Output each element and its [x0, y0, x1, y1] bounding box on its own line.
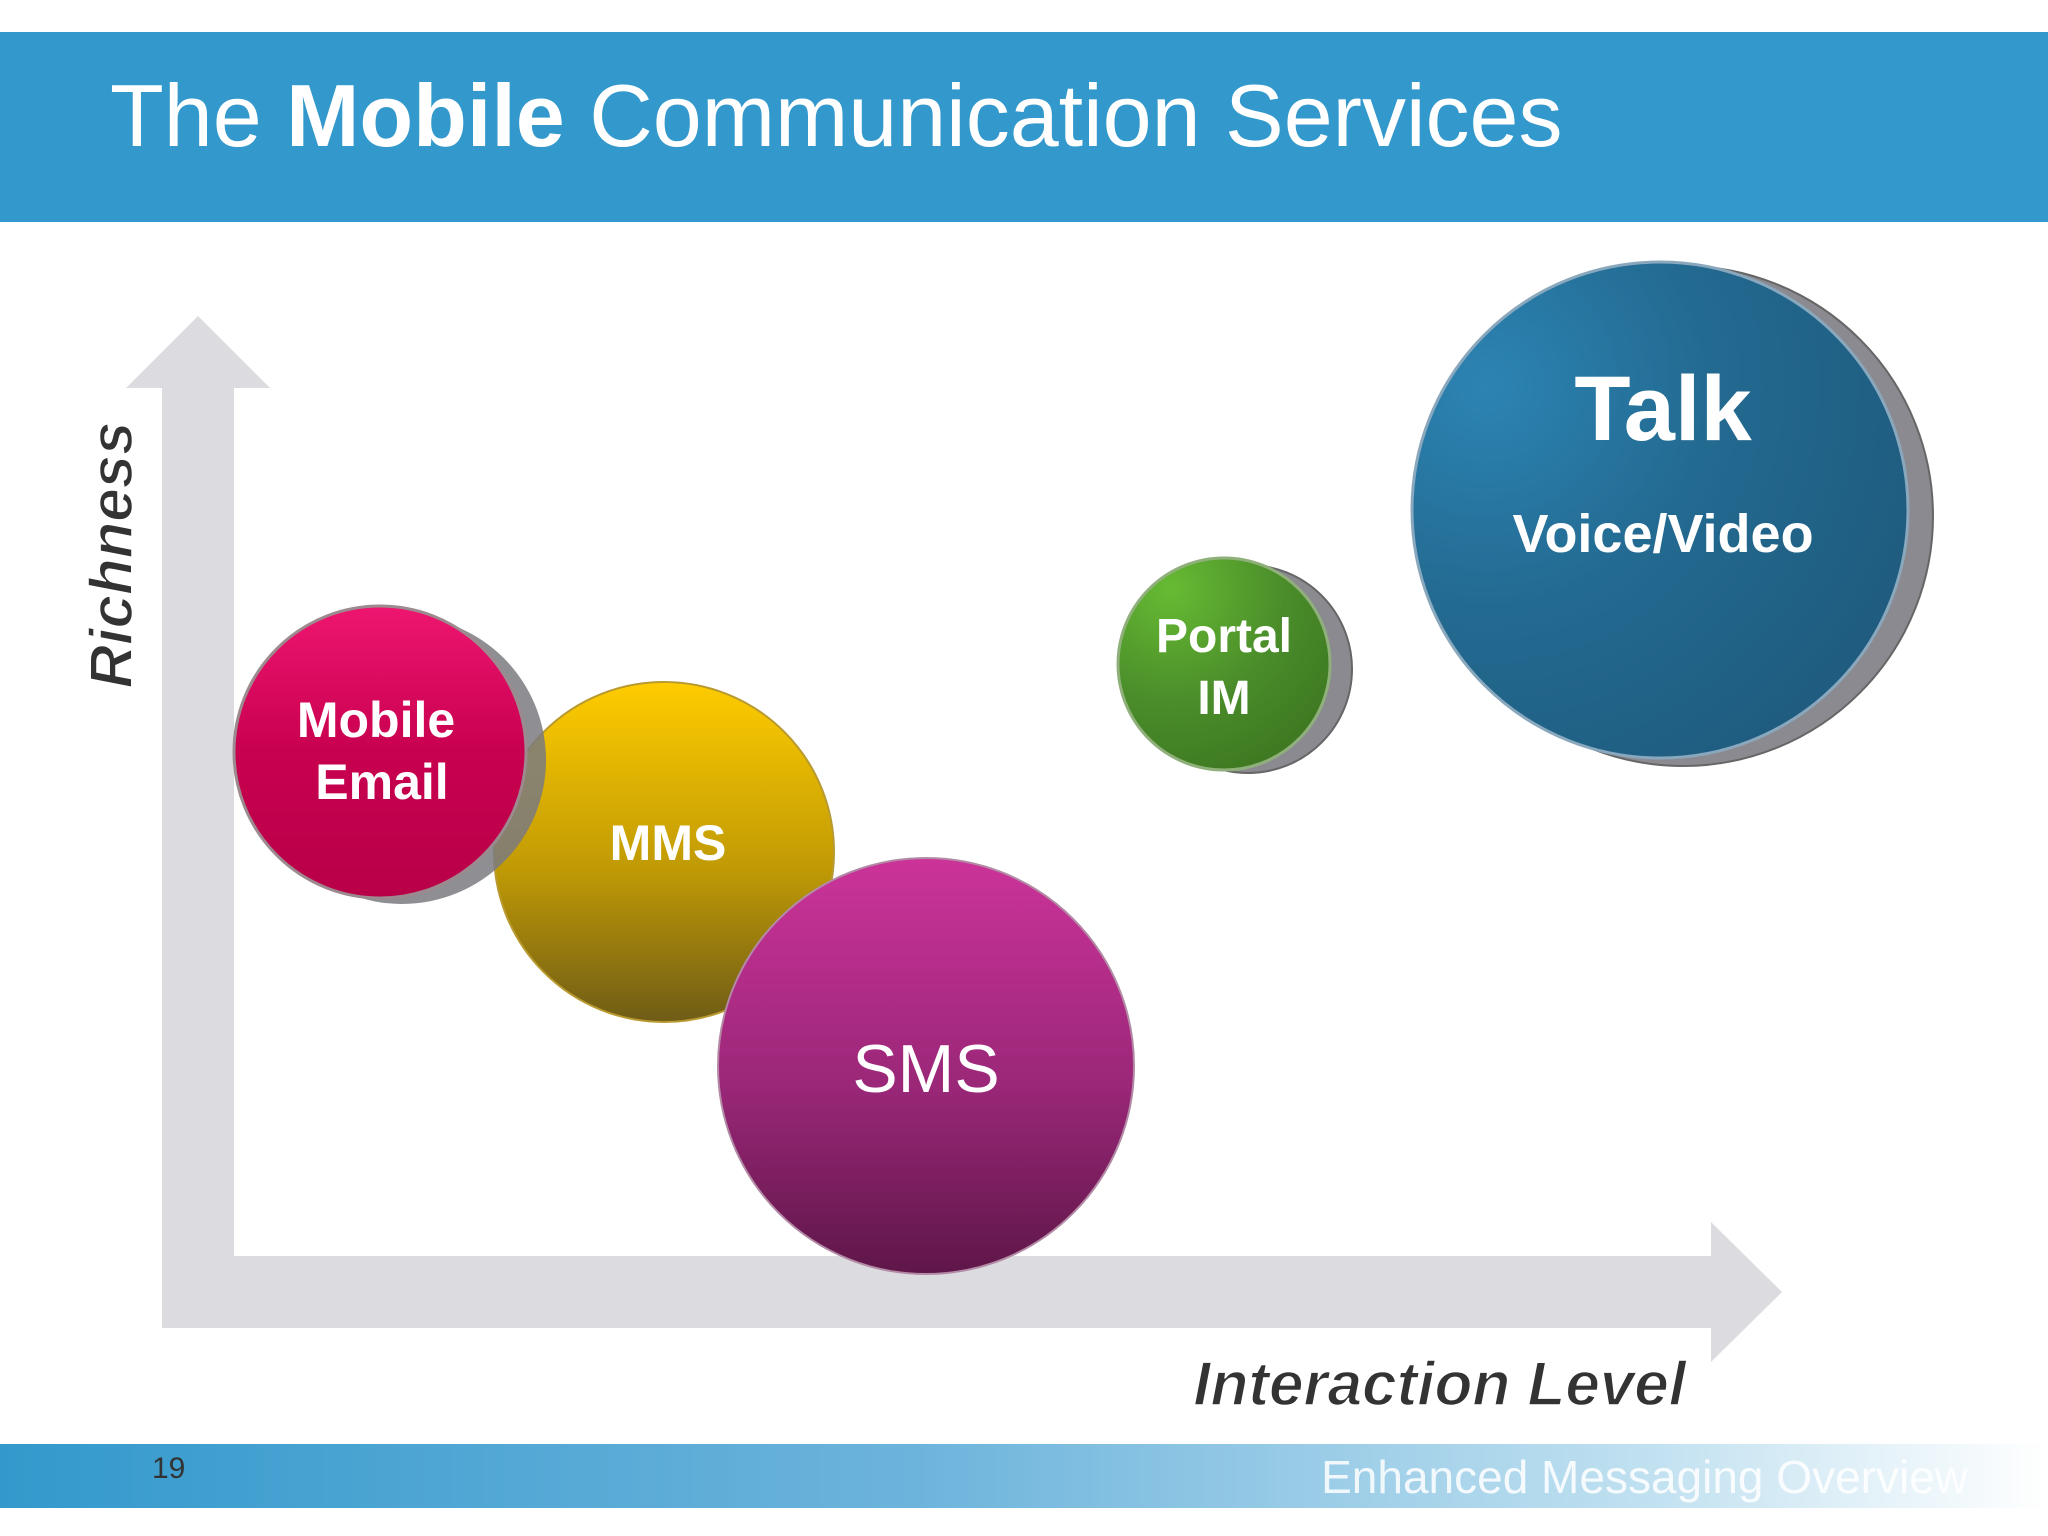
axis-arrows [126, 316, 1782, 1362]
title-suffix: Communication Services [564, 66, 1563, 165]
title-bar [0, 32, 2048, 222]
mobile-email-line2: Email [315, 754, 448, 810]
bubble-talk: Talk Voice/Video [1410, 260, 1934, 767]
title-prefix: The [110, 66, 287, 165]
page-title: The Mobile Communication Services [110, 72, 1562, 160]
portal-im-line1: Portal [1156, 610, 1292, 663]
footer-bar [0, 1444, 2048, 1508]
sms-label: SMS [852, 1031, 999, 1107]
bubble-mms: MMS [493, 681, 835, 1023]
bubble-portal-im: Portal IM [1116, 556, 1353, 774]
mobile-email-line1: Mobile [297, 692, 455, 748]
portal-im-line2: IM [1197, 672, 1250, 725]
talk-subtitle: Voice/Video [1512, 504, 1813, 564]
x-axis-label: Interaction Level [1193, 1350, 1687, 1419]
mms-label: MMS [610, 815, 727, 871]
footer-caption: Enhanced Messaging Overview [1321, 1451, 1968, 1503]
page-number: 19 [152, 1452, 186, 1485]
title-bold: Mobile [286, 66, 565, 165]
talk-title: Talk [1574, 358, 1752, 460]
y-axis-label: Richness [78, 422, 145, 689]
bubble-sms: SMS [717, 857, 1135, 1275]
bubble-mobile-email: Mobile Email [232, 604, 546, 904]
